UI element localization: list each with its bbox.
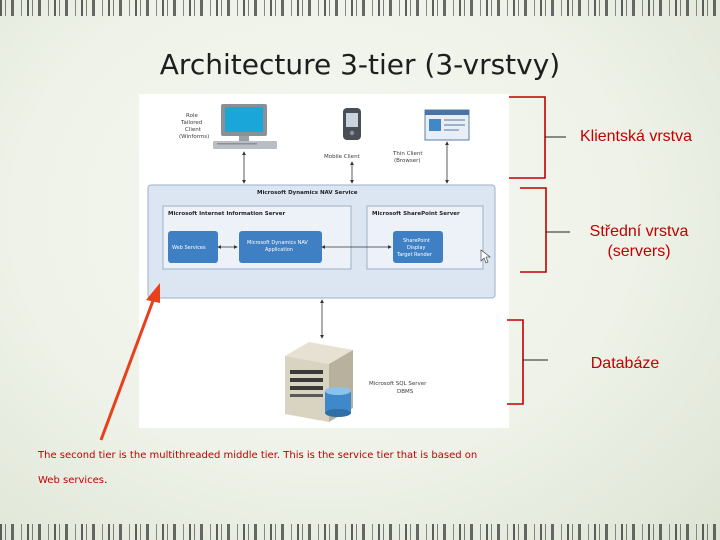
- role-client-label-2: Tailored: [180, 120, 202, 126]
- middle-tier-highlight-arrow: [99, 297, 156, 441]
- caption-web-services: Web services: [38, 475, 105, 486]
- thin-client-label-1: Thin Client: [392, 151, 423, 157]
- nav-app-label-1: Microsoft Dynamics NAV: [247, 240, 308, 246]
- database-cylinder-icon: [325, 387, 351, 417]
- top-stripe-decoration: [0, 0, 720, 16]
- middle-tier-label-line2: (servers): [607, 243, 671, 260]
- slide-caption: The second tier is the multithreaded mid…: [38, 444, 478, 493]
- architecture-diagram: Role Tailored Client (Winforms) Mobile C…: [139, 94, 509, 428]
- nav-app-label-2: Application: [265, 247, 293, 253]
- role-client-label-3: Client: [185, 127, 202, 133]
- browser-window-icon: [424, 109, 470, 141]
- nav-service-label: Microsoft Dynamics NAV Service: [257, 190, 358, 196]
- middle-tier-label-line1: Střední vrstva: [589, 223, 689, 240]
- database-tier-bracket: [507, 319, 524, 405]
- caption-line-2: Web services.: [38, 468, 478, 493]
- role-client-label-4: (Winforms): [179, 134, 209, 140]
- database-tier-label: Databáze: [590, 355, 660, 372]
- bottom-stripe-decoration: [0, 524, 720, 540]
- client-tier-label: Klientská vrstva: [579, 128, 693, 145]
- sharepoint-server-label: Microsoft SharePoint Server: [372, 211, 460, 217]
- iis-label: Microsoft Internet Information Server: [168, 211, 285, 217]
- sp-display-label-3: Target Render: [396, 252, 433, 258]
- thin-client-label-2: (Browser): [394, 158, 421, 164]
- client-tier-bracket: [509, 96, 546, 179]
- middle-tier-arrowhead-icon: [146, 283, 160, 303]
- mobile-client-label: Mobile Client: [324, 154, 361, 160]
- caption-period: .: [104, 473, 108, 486]
- web-services-label: Web Services: [172, 245, 206, 251]
- mobile-device-icon: [343, 108, 361, 140]
- sp-display-label-2: Display: [407, 245, 425, 251]
- sharepoint-display-box: [393, 231, 443, 263]
- slide-title: Architecture 3-tier (3-vrstvy): [159, 48, 561, 81]
- role-client-label-1: Role: [186, 113, 198, 119]
- desktop-computer-icon: [213, 104, 277, 149]
- caption-line-1: The second tier is the multithreaded mid…: [38, 450, 478, 461]
- diagram-canvas: Role Tailored Client (Winforms) Mobile C…: [147, 104, 496, 422]
- middle-tier-bracket: [520, 187, 547, 273]
- sp-display-label-1: SharePoint: [403, 238, 430, 244]
- mouse-cursor-icon: [480, 249, 491, 264]
- sql-server-label-1: Microsoft SQL Server: [369, 381, 427, 387]
- sql-server-label-2: DBMS: [397, 389, 414, 395]
- web-services-box: [168, 231, 218, 263]
- nav-application-box: [239, 231, 322, 263]
